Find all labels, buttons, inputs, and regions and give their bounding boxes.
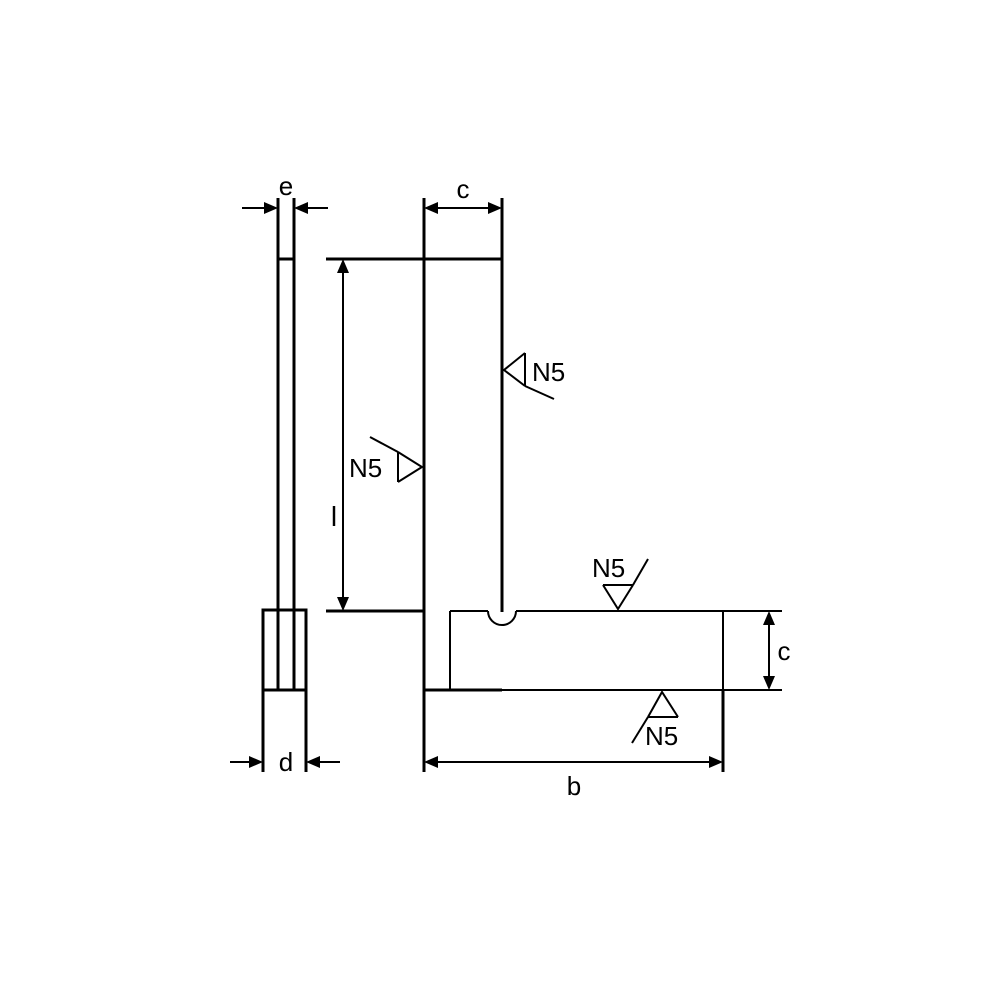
dim-label-d: d: [279, 747, 293, 777]
finish-triangle-icon: [602, 584, 634, 611]
dimension-e: e: [242, 171, 328, 214]
dimension-c-right: c: [763, 611, 791, 690]
finish-triangle-icon: [397, 451, 424, 483]
dimension-b: b: [424, 756, 723, 801]
finish-label: N5: [592, 553, 625, 583]
dimension-l: l: [331, 259, 349, 611]
arrow-left-icon: [306, 756, 320, 768]
arrow-left-icon: [294, 202, 308, 214]
finish-label: N5: [645, 721, 678, 751]
dim-label-c-top: c: [457, 174, 470, 204]
arrow-right-icon: [249, 756, 263, 768]
side-view: e d: [230, 171, 340, 777]
arrow-right-icon: [709, 756, 723, 768]
finish-label: N5: [532, 357, 565, 387]
arrow-down-icon: [337, 597, 349, 611]
dim-label-b: b: [567, 771, 581, 801]
finish-triangle-icon: [502, 352, 526, 387]
arrow-right-icon: [264, 202, 278, 214]
arrow-down-icon: [763, 676, 775, 690]
surface-finish-stock-top: N5: [592, 553, 649, 611]
arrow-left-icon: [424, 202, 438, 214]
finish-label: N5: [349, 453, 382, 483]
dimension-d: d: [230, 747, 340, 777]
side-stock-block: [261, 608, 308, 692]
arrow-left-icon: [424, 756, 438, 768]
front-view: c l c b N5: [326, 174, 791, 801]
finish-triangle-icon: [647, 690, 679, 718]
surface-finish-blade-left: N5: [349, 436, 424, 483]
dimension-c-top: c: [424, 174, 502, 214]
dim-label-e: e: [279, 171, 293, 201]
surface-finish-blade-right: N5: [502, 352, 565, 400]
dim-label-c-right: c: [778, 636, 791, 666]
relief-notch: [487, 610, 517, 626]
arrow-up-icon: [337, 259, 349, 273]
surface-finish-stock-bottom: N5: [631, 690, 679, 751]
arrow-right-icon: [488, 202, 502, 214]
dim-label-l: l: [331, 501, 337, 532]
arrow-up-icon: [763, 611, 775, 625]
